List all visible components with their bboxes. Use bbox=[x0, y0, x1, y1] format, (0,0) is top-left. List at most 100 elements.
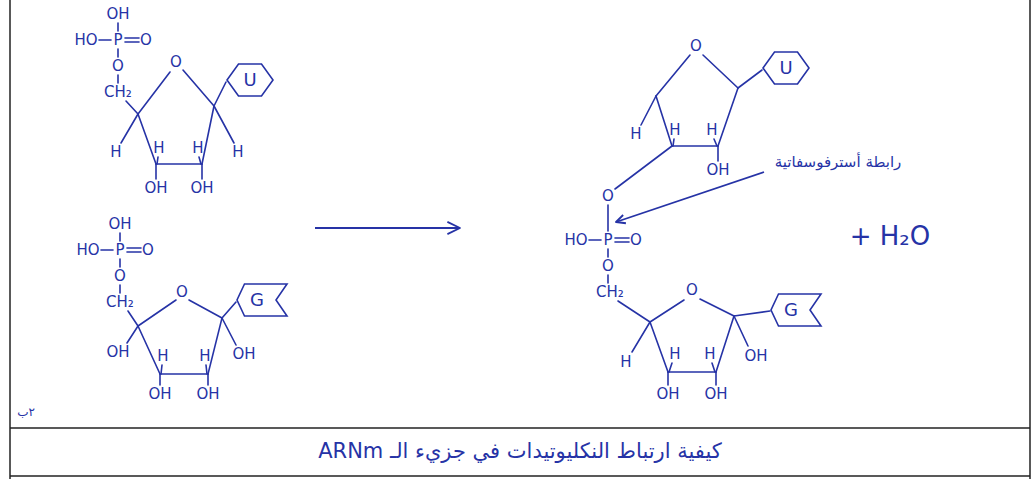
bond-line bbox=[117, 23, 119, 31]
base-letter: G bbox=[784, 301, 798, 319]
atom-label: H bbox=[157, 349, 168, 364]
atom-label: OH bbox=[190, 181, 213, 196]
atom-label: H bbox=[153, 141, 164, 156]
atom-label: OH bbox=[656, 387, 679, 402]
bond-line bbox=[127, 251, 141, 253]
bond-line bbox=[615, 237, 629, 239]
bond-line bbox=[734, 311, 770, 316]
bond-line bbox=[222, 302, 236, 318]
atom-label: O bbox=[602, 259, 614, 274]
bond-line bbox=[650, 300, 684, 322]
bond-line bbox=[125, 41, 139, 43]
bond-line bbox=[138, 114, 156, 164]
bond-line bbox=[607, 275, 609, 283]
atom-label: CH₂ bbox=[106, 295, 134, 310]
bond-line bbox=[632, 322, 650, 352]
bond-line bbox=[156, 163, 202, 165]
base-outline-shape bbox=[237, 284, 287, 316]
bond-line bbox=[641, 96, 656, 125]
bond-line bbox=[157, 157, 158, 164]
atom-label: OH bbox=[706, 163, 729, 178]
bond-line bbox=[714, 139, 717, 146]
atom-label: CH₂ bbox=[104, 85, 132, 100]
bond-line bbox=[214, 82, 226, 106]
bond-line bbox=[117, 49, 119, 57]
bond-line bbox=[159, 374, 161, 385]
bond-line bbox=[214, 106, 234, 143]
atom-label: HO bbox=[76, 243, 99, 258]
product-label: + H₂O bbox=[850, 223, 931, 249]
bond-label: رابطة أسترفوسفاتية bbox=[775, 155, 902, 170]
bond-line bbox=[119, 259, 121, 267]
bond-line bbox=[715, 372, 717, 385]
bond-line bbox=[656, 55, 690, 96]
bond-line bbox=[127, 247, 141, 249]
bond-line bbox=[207, 374, 209, 385]
leader-arrow-head bbox=[616, 215, 626, 223]
bond-line bbox=[119, 285, 121, 293]
atom-label: O bbox=[686, 283, 698, 298]
bond-line bbox=[716, 316, 734, 372]
bond-line bbox=[183, 70, 214, 106]
bond-line bbox=[138, 326, 160, 374]
atom-label: H bbox=[110, 145, 121, 160]
bond-line bbox=[734, 316, 748, 346]
bond-line bbox=[607, 249, 609, 257]
base-outline-shape bbox=[771, 294, 821, 326]
atom-label: H bbox=[192, 141, 203, 156]
bond-line bbox=[160, 373, 208, 375]
atom-label: P bbox=[603, 233, 612, 248]
atom-label: H bbox=[630, 127, 641, 142]
frame-line bbox=[10, 427, 1030, 429]
atom-label: O bbox=[140, 33, 152, 48]
atom-label: OH bbox=[108, 217, 131, 232]
atom-label: O bbox=[176, 285, 188, 300]
atom-label: H bbox=[199, 349, 210, 364]
frame-line bbox=[10, 475, 1030, 477]
bond-line bbox=[155, 164, 157, 179]
atom-label: OH bbox=[704, 387, 727, 402]
bond-line bbox=[668, 371, 716, 373]
bond-line bbox=[673, 139, 674, 146]
bond-line bbox=[101, 249, 113, 251]
bond-line bbox=[615, 146, 672, 189]
bond-line bbox=[718, 88, 738, 146]
bond-line bbox=[656, 96, 672, 146]
bond-line bbox=[189, 300, 222, 318]
base-letter: U bbox=[779, 59, 792, 77]
bond-line bbox=[618, 301, 650, 322]
bond-line bbox=[607, 205, 609, 231]
bond-line bbox=[667, 372, 669, 385]
base-outline-shape bbox=[763, 52, 809, 84]
bond-line bbox=[222, 318, 236, 345]
reaction-arrow-head bbox=[447, 222, 460, 234]
figure-caption: كيفية ارتباط النكليوتيدات في جزيء الـ AR… bbox=[318, 439, 722, 464]
bond-line bbox=[128, 311, 138, 326]
bond-line bbox=[712, 363, 715, 372]
frame-line bbox=[1029, 0, 1031, 479]
bond-line bbox=[201, 164, 203, 179]
atom-label: OH bbox=[744, 349, 767, 364]
atom-label: O bbox=[112, 59, 124, 74]
atom-label: H bbox=[620, 355, 631, 370]
atom-label: P bbox=[113, 33, 122, 48]
atom-label: O bbox=[114, 269, 126, 284]
reaction-arrow bbox=[315, 227, 460, 229]
atom-label: O bbox=[630, 233, 642, 248]
base-shape: U bbox=[763, 52, 809, 84]
bond-line bbox=[615, 241, 629, 243]
atom-label: H bbox=[669, 123, 680, 138]
base-outline-shape bbox=[227, 64, 273, 96]
bond-line bbox=[703, 55, 738, 88]
base-shape: G bbox=[771, 294, 821, 326]
atom-label: OH bbox=[232, 347, 255, 362]
base-shape: U bbox=[227, 64, 273, 96]
bond-line bbox=[199, 157, 201, 164]
bond-line bbox=[117, 75, 119, 83]
bond-line bbox=[717, 146, 719, 161]
atom-label: HO bbox=[564, 233, 587, 248]
atom-label: OH bbox=[196, 387, 219, 402]
bond-line bbox=[669, 363, 672, 372]
bond-line bbox=[672, 145, 718, 147]
